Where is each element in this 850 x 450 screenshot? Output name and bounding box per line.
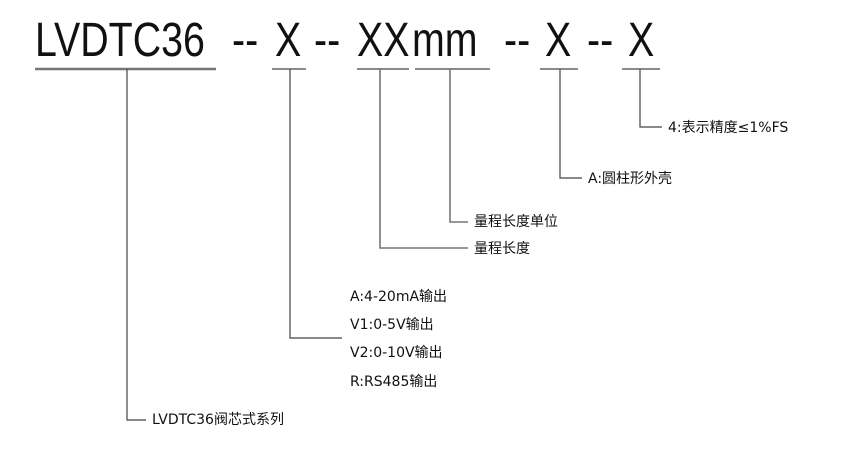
label-range: 量程长度 <box>474 241 530 257</box>
label-output-option: V1:0-5V输出 <box>350 317 434 333</box>
label-output-option: V2:0-10V输出 <box>350 345 443 361</box>
code-range: XX <box>357 14 410 67</box>
label-output-option: A:4-20mA输出 <box>350 289 448 305</box>
code-unit: mm <box>412 14 478 67</box>
code-output: X <box>275 14 302 67</box>
code-separator: -- <box>232 14 259 67</box>
label-series: LVDTC36阀芯式系列 <box>152 412 284 428</box>
connector-series <box>126 69 146 421</box>
connector-unit <box>449 69 468 223</box>
code-shape: X <box>545 14 572 67</box>
code-separator: -- <box>314 14 341 67</box>
label-output-option: R:RS485输出 <box>350 374 438 390</box>
code-separator: -- <box>587 14 614 67</box>
connector-output <box>289 69 342 339</box>
label-accuracy: 4:表示精度≤1%FS <box>668 120 789 136</box>
connector-range <box>379 69 468 249</box>
code-series: LVDTC36 <box>35 14 205 67</box>
connector-shape <box>559 69 582 179</box>
code-accuracy: X <box>628 14 655 67</box>
label-shape: A:圆柱形外壳 <box>588 171 673 187</box>
connector-accuracy <box>639 69 662 128</box>
label-range-unit: 量程长度单位 <box>474 214 558 230</box>
code-separator: -- <box>504 14 531 67</box>
